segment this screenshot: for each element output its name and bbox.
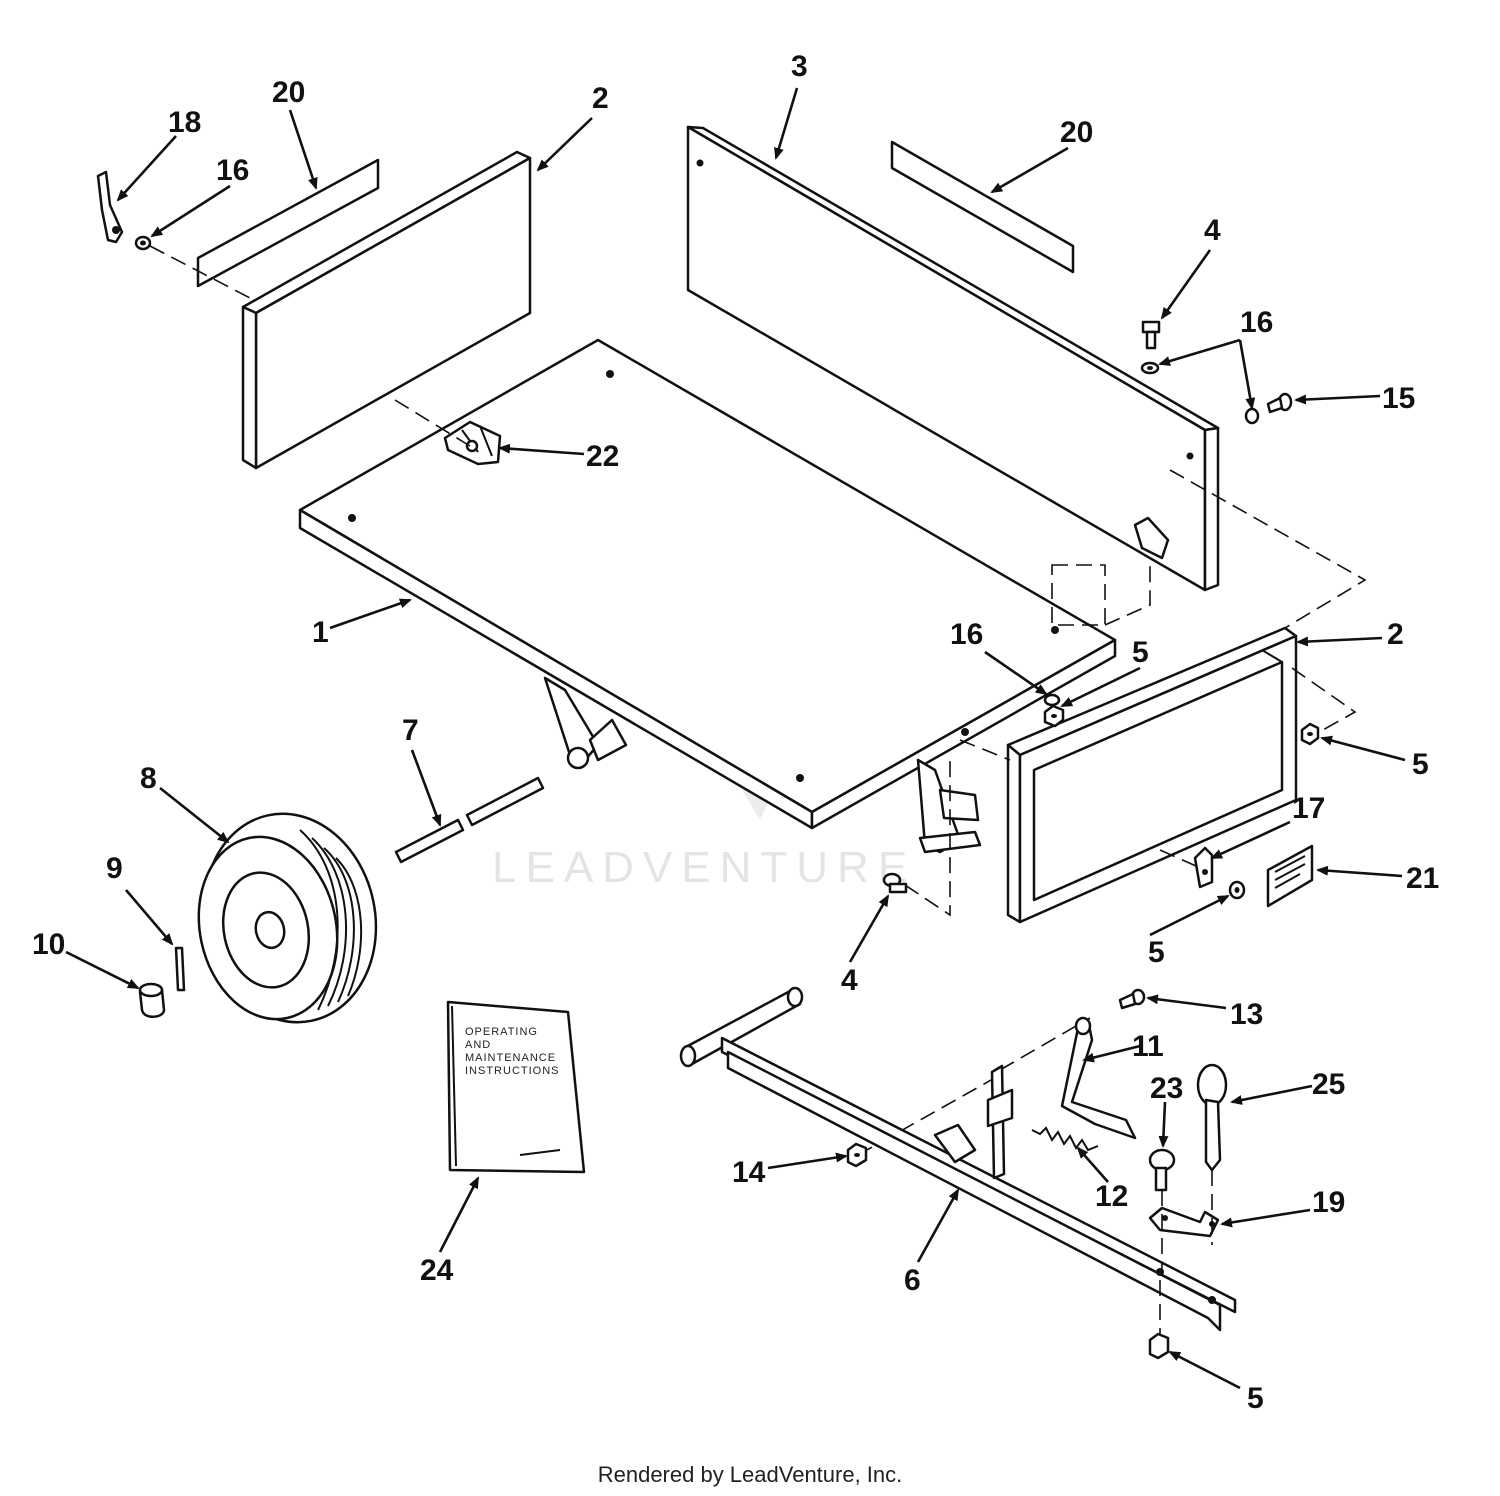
bolt-23: [1148, 1148, 1176, 1192]
callout-4-upper: 4: [1204, 214, 1221, 247]
hitch-plate-19: [1148, 1206, 1220, 1238]
lever-11: [1060, 1016, 1137, 1140]
manual-line-1: OPERATING: [465, 1026, 538, 1038]
cotter-pin-9: [174, 946, 186, 992]
callout-16-upper-left: 16: [216, 154, 249, 187]
render-credit: Rendered by LeadVenture, Inc.: [597, 1462, 903, 1487]
nut-5-lower: [1228, 880, 1246, 900]
screw-15: [1266, 392, 1293, 414]
bolt-4-lower: [882, 872, 908, 894]
nut-14: [846, 1142, 868, 1168]
left-decal-20: [196, 158, 380, 288]
clip-18: [96, 170, 124, 244]
callout-20-right: 20: [1060, 116, 1093, 149]
nut-5-mid: [1043, 704, 1065, 728]
callout-5-lower: 5: [1148, 936, 1165, 969]
watermark-text: LEADVENTURE: [492, 843, 916, 892]
side-panel-3: [686, 125, 1220, 592]
nut-5-right: [1300, 722, 1320, 746]
callout-5-mid: 5: [1132, 636, 1149, 669]
callout-25: 25: [1312, 1068, 1345, 1101]
callouts: 1 2 2 3 4 4 5 5 5 5 6 7 8 9 10 11 12 13 …: [32, 50, 1439, 1415]
manual-line-3: MAINTENANCE: [465, 1052, 556, 1064]
callout-23: 23: [1150, 1072, 1183, 1105]
washer-16-upper-right: [1140, 361, 1160, 375]
manual-line-4: INSTRUCTIONS: [465, 1065, 560, 1077]
callout-10: 10: [32, 928, 65, 961]
manual-24: OPERATING AND MAINTENANCE INSTRUCTIONS: [446, 1000, 586, 1174]
callout-16-mid: 16: [950, 618, 983, 651]
callout-8: 8: [140, 762, 157, 795]
nut-5-bottom: [1148, 1332, 1170, 1360]
callout-12: 12: [1095, 1180, 1128, 1213]
latch-22: [443, 420, 502, 466]
manual-line-2: AND: [465, 1039, 491, 1051]
callout-5-right: 5: [1412, 748, 1429, 781]
callout-arrows: [65, 87, 1406, 1390]
washer-16-side: [1244, 407, 1260, 425]
bolt-4-upper: [1141, 320, 1161, 350]
callout-14: 14: [732, 1156, 766, 1189]
callout-24: 24: [420, 1254, 454, 1287]
callout-17: 17: [1292, 792, 1325, 825]
right-frame-panel-2: [1006, 626, 1298, 924]
callout-1: 1: [312, 616, 329, 649]
callout-18: 18: [168, 106, 201, 139]
left-end-panel-2: [241, 150, 532, 470]
right-decal-20: [890, 140, 1075, 274]
callout-6: 6: [904, 1264, 921, 1297]
washer-16-mid: [1043, 693, 1061, 707]
callout-19: 19: [1312, 1186, 1345, 1219]
callout-4-lower: 4: [841, 964, 858, 997]
tongue-6: [679, 986, 1237, 1332]
callout-15: 15: [1382, 382, 1415, 415]
bolt-13: [1118, 988, 1146, 1010]
callout-2-left-panel: 2: [592, 82, 609, 115]
hitch-pin-25: [1196, 1063, 1228, 1172]
callout-16-upper-right: 16: [1240, 306, 1273, 339]
washer-16-upper-left: [134, 235, 152, 251]
bracket-17: [1193, 846, 1214, 889]
callout-3: 3: [791, 50, 808, 83]
upright-lever: [986, 1064, 1014, 1180]
decal-21: [1266, 844, 1314, 908]
trailer-bed: [298, 338, 1117, 854]
spring-12: [1031, 1126, 1099, 1152]
callout-21: 21: [1406, 862, 1439, 895]
cap-10: [138, 982, 166, 1018]
callout-5-bottom: 5: [1247, 1382, 1264, 1415]
callout-13: 13: [1230, 998, 1263, 1031]
callout-9: 9: [106, 852, 123, 885]
callout-11: 11: [1132, 1030, 1164, 1063]
wheel-8: [197, 812, 378, 1024]
axle-pins-7: [394, 776, 545, 864]
callout-20-left: 20: [272, 76, 305, 109]
callout-2-right-panel: 2: [1387, 618, 1404, 651]
callout-7: 7: [402, 714, 419, 747]
callout-22: 22: [586, 440, 619, 473]
